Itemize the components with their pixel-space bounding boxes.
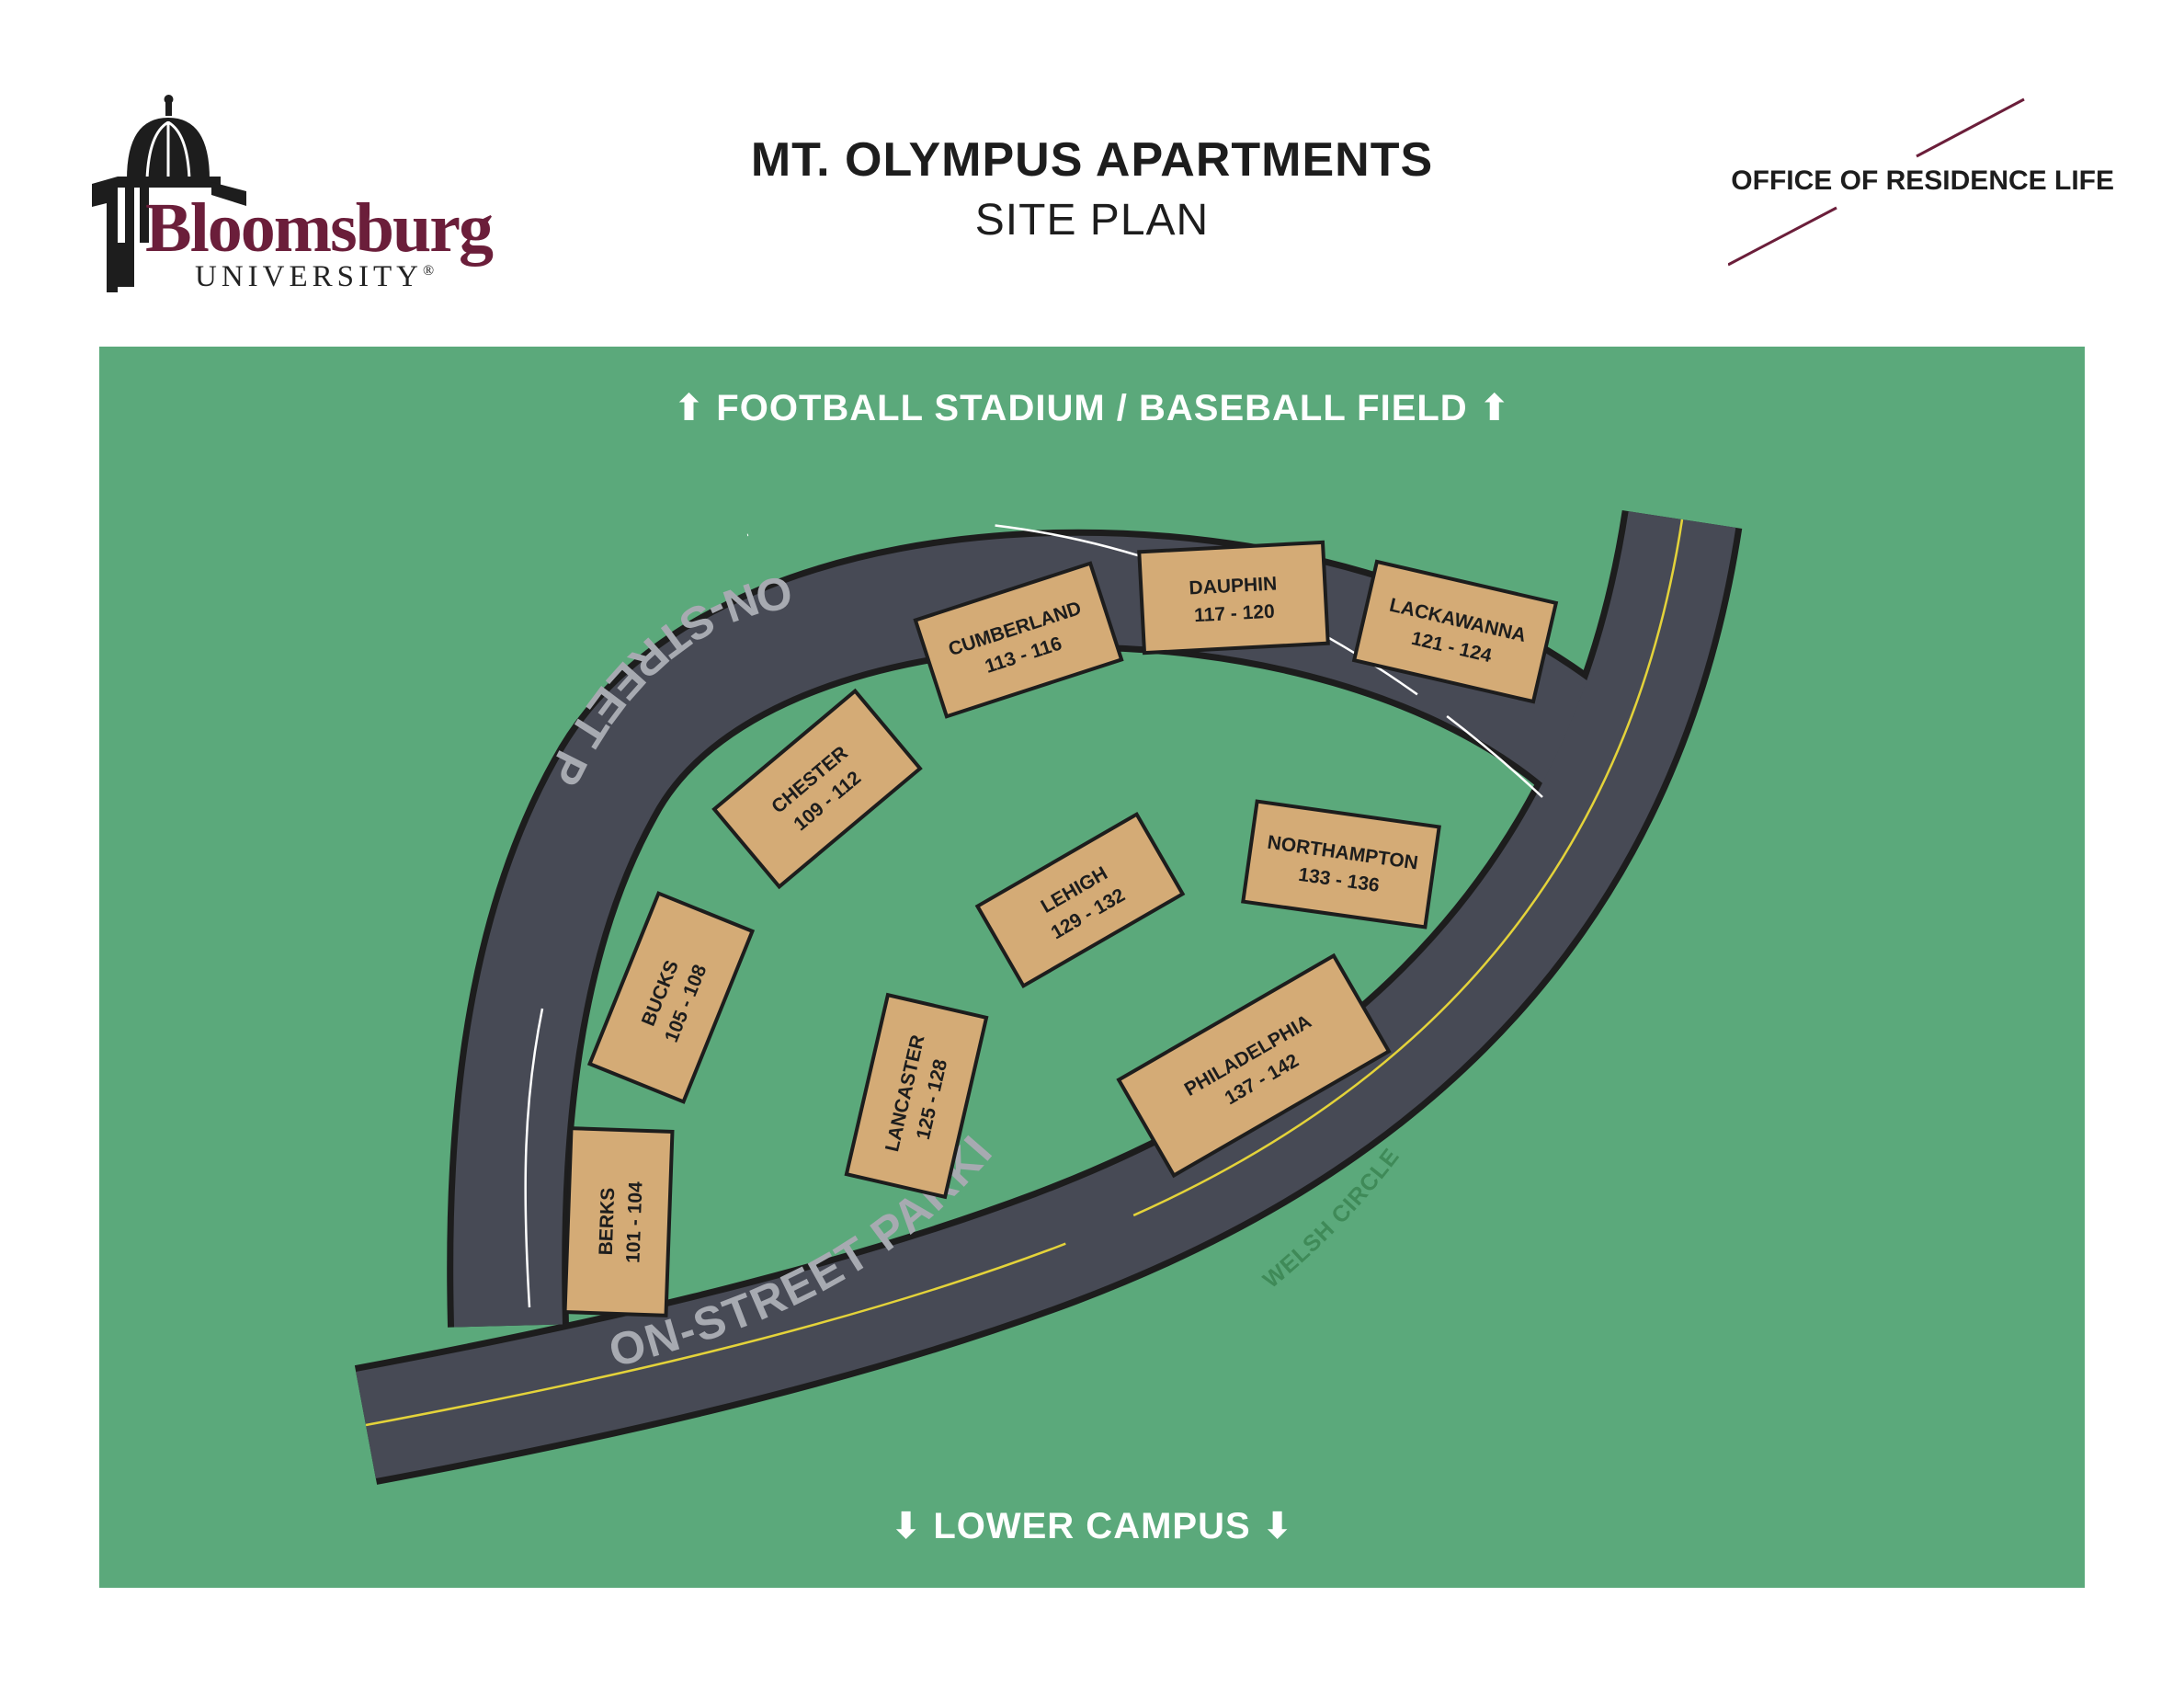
header: Bloomsburg UNIVERSITY® MT. OLYMPUS APART… bbox=[0, 0, 2184, 340]
building-units: 101 - 104 bbox=[622, 1181, 646, 1264]
arrow-down-icon: ⬇ bbox=[1261, 1506, 1294, 1546]
logo-wordmark: Bloomsburg bbox=[145, 189, 494, 267]
south-label-text: LOWER CAMPUS bbox=[933, 1506, 1251, 1546]
building-name: DAUPHIN bbox=[1189, 574, 1278, 599]
north-direction-label: ⬆ FOOTBALL STADIUM / BASEBALL FIELD ⬆ bbox=[99, 387, 2085, 429]
building-philadelphia[interactable]: PHILADELPHIA 137 - 142 bbox=[1116, 952, 1392, 1179]
building-bucks[interactable]: BUCKS 105 - 108 bbox=[586, 891, 756, 1104]
building-units: 117 - 120 bbox=[1194, 601, 1276, 627]
office-label: OFFICE OF RESIDENCE LIFE bbox=[1731, 165, 2114, 196]
building-lackawanna[interactable]: LACKAWANNA 121 - 124 bbox=[1351, 559, 1559, 704]
building-lancaster[interactable]: LANCASTER 125 - 128 bbox=[844, 992, 989, 1200]
lane-marking-yellow bbox=[365, 519, 1684, 1427]
site-map: ON-STREET PARKING ON-STREET PARKING WELS… bbox=[99, 347, 2085, 1588]
building-lehigh[interactable]: LEHIGH 129 - 132 bbox=[974, 811, 1186, 989]
map-canvas: ON-STREET PARKING ON-STREET PARKING WELS… bbox=[99, 347, 1743, 1485]
arrow-up-icon: ⬆ bbox=[673, 388, 706, 428]
building-cumberland[interactable]: CUMBERLAND 113 - 116 bbox=[913, 561, 1124, 719]
decorative-lines-icon bbox=[1728, 97, 2025, 267]
building-northampton[interactable]: NORTHAMPTON 133 - 136 bbox=[1241, 799, 1441, 930]
arrow-down-icon: ⬇ bbox=[890, 1506, 923, 1546]
page-subtitle: SITE PLAN bbox=[974, 196, 1210, 245]
page-title: MT. OLYMPUS APARTMENTS bbox=[750, 133, 1434, 187]
university-logo[interactable] bbox=[92, 92, 478, 303]
south-direction-label: ⬇ LOWER CAMPUS ⬇ bbox=[99, 1505, 2085, 1547]
dome-icon bbox=[92, 95, 246, 292]
north-label-text: FOOTBALL STADIUM / BASEBALL FIELD bbox=[716, 388, 1468, 428]
logo-subtitle: UNIVERSITY® bbox=[195, 260, 435, 293]
lane-marking-white-left bbox=[524, 1008, 544, 1308]
building-dauphin[interactable]: DAUPHIN 117 - 120 bbox=[1137, 540, 1330, 656]
office-logo[interactable]: OFFICE OF RESIDENCE LIFE bbox=[1728, 92, 2114, 276]
arrow-up-icon: ⬆ bbox=[1478, 388, 1511, 428]
building-name: BERKS bbox=[596, 1187, 620, 1255]
registered-mark: ® bbox=[422, 263, 435, 279]
building-chester[interactable]: CHESTER 109 - 112 bbox=[711, 688, 923, 890]
building-berks[interactable]: BERKS 101 - 104 bbox=[563, 1126, 675, 1317]
lane-marking-white bbox=[746, 519, 1543, 798]
